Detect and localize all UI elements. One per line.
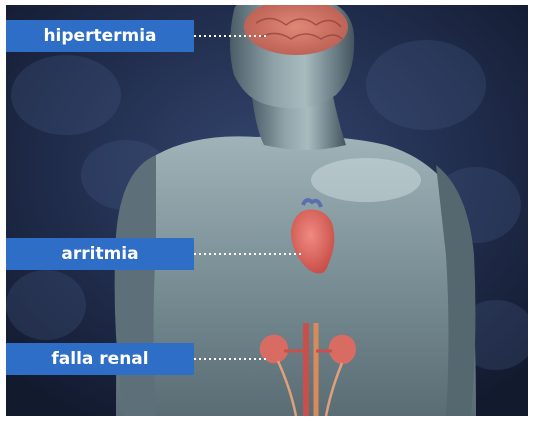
label-hyperthermia: hipertermia (6, 20, 194, 52)
label-arrhythmia: arritmia (6, 238, 194, 270)
label-renal-failure: falla renal (6, 343, 194, 375)
chest-highlight (311, 158, 421, 202)
